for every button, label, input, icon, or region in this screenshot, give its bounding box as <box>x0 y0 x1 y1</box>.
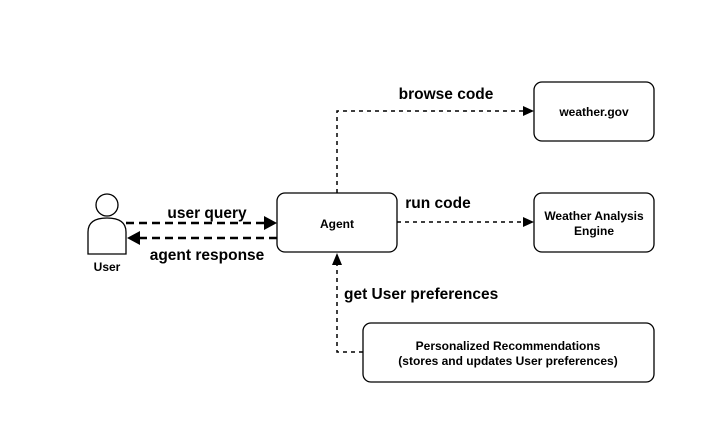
weather-engine-node: Weather Analysis Engine <box>533 192 655 253</box>
run-code-label: run code <box>405 195 471 212</box>
user-actor: User <box>87 193 127 274</box>
arrowhead-left-icon <box>127 231 140 245</box>
arrowhead-right-icon <box>523 106 534 116</box>
person-icon <box>87 193 127 255</box>
recommendations-label-line-1: Personalized Recommendations <box>416 339 601 353</box>
agent-label: Agent <box>320 217 354 231</box>
edge-run-code: run code <box>397 195 534 227</box>
agent-node: Agent <box>276 192 398 253</box>
weather-gov-label: weather.gov <box>558 105 629 119</box>
user-query-label: user query <box>167 205 247 222</box>
browse-code-label: browse code <box>399 86 494 103</box>
edge-browse-code: browse code <box>336 86 534 193</box>
weather-engine-label-line-1: Weather Analysis <box>544 209 644 223</box>
agent-response-label: agent response <box>150 247 265 264</box>
recommendations-node: Personalized Recommendations (stores and… <box>362 322 655 383</box>
edge-get-preferences: get User preferences <box>332 253 498 353</box>
weather-gov-node: weather.gov <box>533 81 655 142</box>
get-preferences-label: get User preferences <box>344 286 498 303</box>
arrowhead-right-icon <box>523 217 534 227</box>
arrowhead-up-icon <box>332 253 342 265</box>
weather-engine-label-line-2: Engine <box>574 224 614 238</box>
user-label: User <box>94 260 121 274</box>
arrowhead-right-icon <box>264 216 277 230</box>
recommendations-label-line-2: (stores and updates User preferences) <box>398 354 617 368</box>
edge-user-query: user query <box>126 205 277 230</box>
edge-agent-response: agent response <box>127 231 277 264</box>
